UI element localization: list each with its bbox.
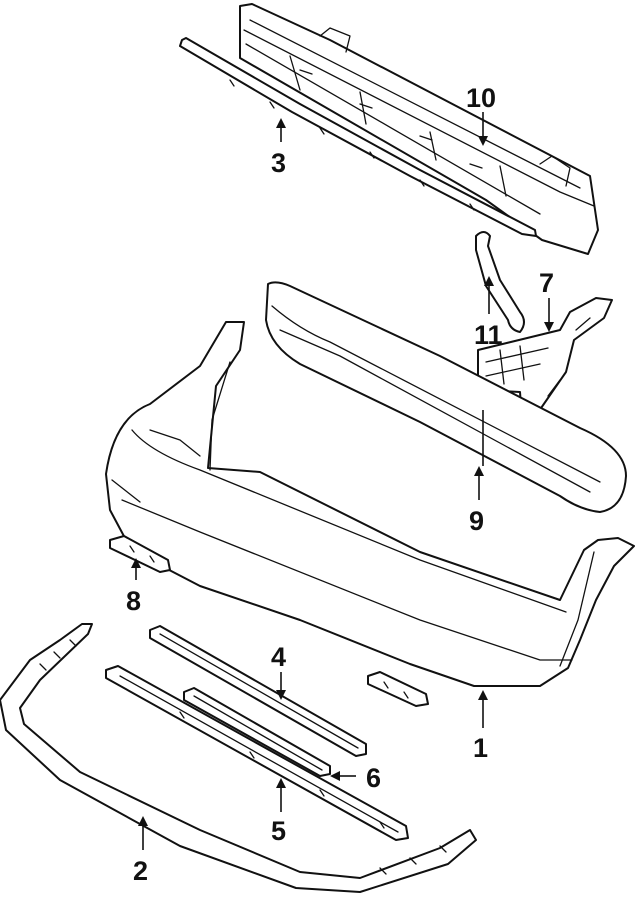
callout-9: 9 [469, 506, 484, 536]
callout-labels: 1 2 3 4 5 6 7 8 9 10 11 [126, 83, 554, 886]
callout-11: 11 [474, 320, 503, 350]
part-8-left-bracket [109, 535, 171, 573]
part-2-lower-molding [0, 623, 477, 893]
callout-10: 10 [466, 83, 496, 113]
part-8-right-bracket [367, 671, 429, 707]
callout-6: 6 [366, 763, 381, 793]
callout-4: 4 [271, 642, 286, 672]
part-1-bumper-cover [105, 321, 635, 687]
part-10-reinforcement-beam [239, 3, 599, 255]
callout-8: 8 [126, 586, 141, 616]
leader-lines [131, 112, 554, 850]
part-6-retainer-strip [183, 687, 331, 777]
callout-3: 3 [271, 148, 286, 178]
part-5-lower-strip [105, 665, 409, 841]
part-9-energy-absorber [265, 281, 627, 513]
callout-1: 1 [473, 733, 488, 763]
part-4-support-strip [149, 625, 367, 757]
part-11-support-rod [475, 231, 525, 333]
callout-5: 5 [271, 816, 286, 846]
callout-2: 2 [133, 856, 148, 886]
callout-7: 7 [539, 268, 554, 298]
part-3-upper-molding [179, 37, 537, 237]
